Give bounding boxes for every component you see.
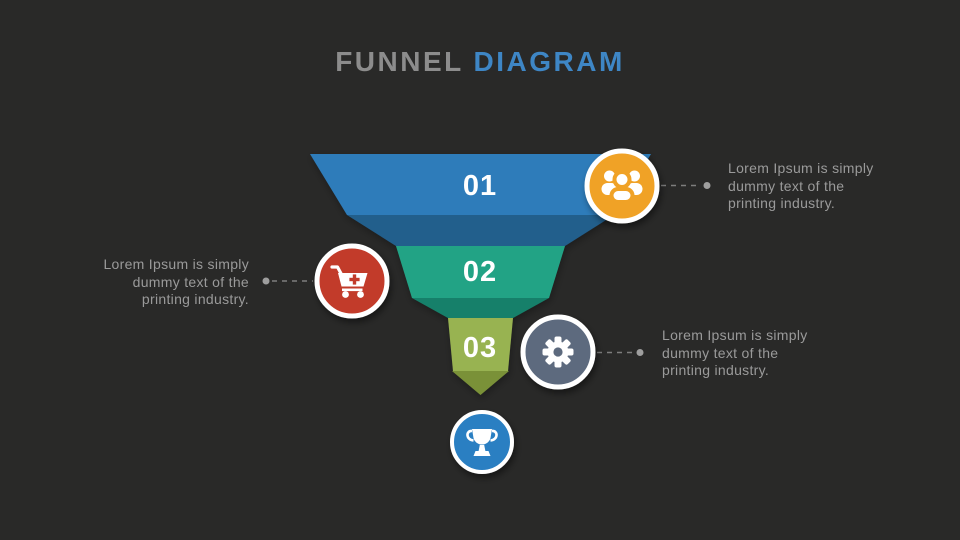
funnel-stage-3: [448, 318, 513, 371]
cart-badge: [314, 243, 390, 319]
gear-icon: [542, 336, 574, 368]
title-word-diagram: DIAGRAM: [473, 46, 625, 77]
stage-2-number: 02: [463, 256, 497, 288]
gear-badge: [520, 314, 596, 390]
stage-3-number: 03: [463, 332, 497, 364]
cart-plus-icon: [330, 265, 368, 298]
funnel-stage-1: [310, 154, 651, 215]
trophy-badge: [450, 410, 514, 474]
funnel-stage-2: [396, 246, 565, 298]
callout-text-users: Lorem Ipsum is simply dummy text of the …: [728, 160, 874, 211]
page-title: FUNNEL DIAGRAM: [0, 46, 960, 78]
funnel-stage-2-shade: [412, 298, 549, 318]
callout-text-gear: Lorem Ipsum is simply dummy text of the …: [662, 327, 808, 378]
callout-text-cart: Lorem Ipsum is simply dummy text of the …: [103, 256, 249, 307]
stage-1-number: 01: [463, 170, 497, 202]
funnel-stage-1-shade: [347, 215, 614, 246]
connector-gear: [597, 349, 644, 356]
connector-cart: [262, 277, 313, 285]
funnel: [310, 154, 651, 395]
users-icon: [601, 170, 643, 204]
connector-users: [661, 182, 711, 189]
trophy-icon: [466, 429, 498, 456]
users-badge: [584, 148, 660, 224]
funnel-stage-3-shade: [452, 371, 509, 395]
title-word-funnel: FUNNEL: [335, 46, 464, 77]
